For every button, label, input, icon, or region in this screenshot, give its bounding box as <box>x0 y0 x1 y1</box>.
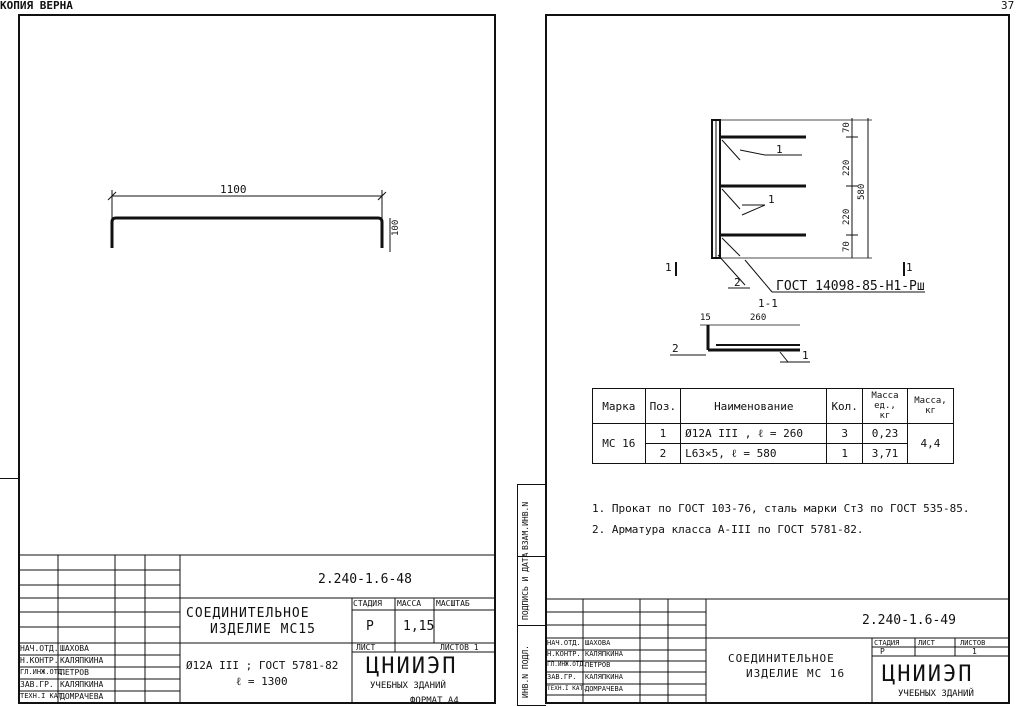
th-total-mass: Масса, кг <box>906 388 955 424</box>
right-org: ЦНИИЭП <box>882 662 974 687</box>
spec-table: Марка Поз. Наименование Кол. Масса ед., … <box>592 388 955 464</box>
weld-designation: ГОСТ 14098-85-Н1-Рш <box>776 279 925 294</box>
left-sheet-frame <box>18 14 496 704</box>
left-title-line1: СОЕДИНИТЕЛЬНОЕ <box>186 606 310 621</box>
right-sheets: 1 <box>972 647 977 656</box>
dim-70-bottom: 70 <box>842 241 852 252</box>
role-name: КАЛЯПКИНА <box>60 680 104 689</box>
right-stage: Р <box>880 647 885 656</box>
left-stage: Р <box>366 619 374 634</box>
role-label: Н.КОНТР. <box>20 656 59 665</box>
left-sheet-label: ЛИСТ <box>356 643 376 652</box>
dim-height-label: 100 <box>391 219 401 236</box>
table-row: МС 16 1 Ø12А III , ℓ = 260 3 0,23 4,4 <box>592 423 955 464</box>
section-pos1-label: 1 <box>802 349 809 362</box>
left-title-line2: ИЗДЕЛИЕ МС15 <box>210 622 316 637</box>
cell-mass: 0,23 <box>861 423 908 444</box>
role-label: ГЛ.ИНЖ.ОТД. <box>547 661 587 668</box>
section-angle <box>706 325 800 352</box>
role-label: НАЧ.ОТД. <box>20 644 59 653</box>
left-col-mass: МАССА <box>397 599 422 608</box>
copy-stamp: КОПИЯ ВЕРНА <box>0 0 73 12</box>
cell-qty: 3 <box>826 423 863 444</box>
pos2-label: 2 <box>734 276 741 289</box>
page-corner-number: 37 <box>1001 0 1015 12</box>
section-mark-right: 1 <box>906 261 913 274</box>
left-doc-number: 2.240-1.6-48 <box>318 572 412 587</box>
side-label-vzam: ВЗАМ.ИНВ.N <box>521 501 530 550</box>
cell-total: 4,4 <box>906 423 955 464</box>
left-org-sub: УЧЕБНЫХ ЗДАНИЙ <box>370 681 446 691</box>
left-mass: 1,15 <box>403 619 435 634</box>
dim-220-a: 220 <box>842 159 852 176</box>
role-name: КАЛЯПКИНА <box>585 673 623 681</box>
role-name: КАЛЯПКИНА <box>585 650 623 658</box>
th-name: Наименование <box>680 388 828 424</box>
left-org: ЦНИИЭП <box>366 654 458 679</box>
left-side-strip <box>0 478 19 699</box>
side-label-podpis: ПОДПИСЬ И ДАТА <box>521 552 530 620</box>
cell-mark: МС 16 <box>592 423 646 464</box>
side-label-inv: ИНВ.N ПОДЛ. <box>521 645 530 698</box>
cell-qty: 1 <box>826 443 863 464</box>
cell-pos: 1 <box>644 423 682 444</box>
section-pos2-label: 2 <box>672 342 679 355</box>
cell-pos: 2 <box>644 443 682 464</box>
bar-mc15-shape <box>110 216 384 248</box>
table-row: 2 L63×5, ℓ = 580 1 3,71 <box>593 443 954 464</box>
dim-580-label: 580 <box>857 183 867 200</box>
pos1-label-mid: 1 <box>768 193 775 206</box>
dim-length-label: 1100 <box>220 183 247 196</box>
role-label: ЗАВ.ГР. <box>547 673 577 681</box>
left-material-line2: ℓ = 1300 <box>236 675 288 688</box>
dim-220-b: 220 <box>842 208 852 225</box>
left-material-line1: Ø12А III ; ГОСТ 5781-82 <box>186 659 339 672</box>
th-pos: Поз. <box>644 388 682 424</box>
role-label: ЗАВ.ГР. <box>20 680 54 689</box>
dim-70-top: 70 <box>842 122 852 133</box>
left-title-block-grid <box>18 554 496 704</box>
th-mark: Марка <box>592 388 646 424</box>
left-format: ФОРМАТ А4 <box>410 696 459 706</box>
th-qty: Кол. <box>826 388 863 424</box>
role-label: ТЕХН.I КАТ. <box>20 692 67 700</box>
role-name: ДОМРАЧЕВА <box>60 692 104 701</box>
role-label: ТЕХН.I КАТ. <box>547 685 587 692</box>
role-name: ДОМРАЧЕВА <box>585 685 623 693</box>
right-doc-number: 2.240-1.6-49 <box>862 613 956 628</box>
role-label: Н.КОНТР. <box>547 650 581 658</box>
section-dim-260: 260 <box>750 313 767 323</box>
left-col-scale: МАСШТАБ <box>436 599 470 608</box>
right-col-sheets: ЛИСТОВ <box>960 639 986 647</box>
role-name: ПЕТРОВ <box>585 661 611 669</box>
right-title-line2: ИЗДЕЛИЕ МС 16 <box>746 667 846 680</box>
pos1-label-top: 1 <box>776 143 783 156</box>
role-label: ГЛ.ИНЖ.ОТД. <box>20 668 67 676</box>
right-title-line1: СОЕДИНИТЕЛЬНОЕ <box>728 652 835 665</box>
section-dim-15: 15 <box>700 313 711 323</box>
note-2: 2. Арматура класса А-III по ГОСТ 5781-82… <box>592 523 864 536</box>
cell-name: L63×5, ℓ = 580 <box>680 443 828 464</box>
right-org-sub: УЧЕБНЫХ ЗДАНИЙ <box>898 689 974 699</box>
role-name: ШАХОВА <box>585 639 611 647</box>
th-unit-mass: Масса ед., кг <box>861 388 908 424</box>
right-title-block-grid <box>545 598 1009 704</box>
right-col-sheet: ЛИСТ <box>918 639 935 647</box>
cell-name: Ø12А III , ℓ = 260 <box>680 423 828 444</box>
role-label: НАЧ.ОТД. <box>547 639 581 647</box>
role-name: ШАХОВА <box>60 644 89 653</box>
role-name: ПЕТРОВ <box>60 668 89 677</box>
note-1: 1. Прокат по ГОСТ 103-76, сталь марки Ст… <box>592 502 970 515</box>
right-side-strip <box>517 484 546 706</box>
left-col-stage: СТАДИЯ <box>353 599 382 608</box>
right-col-stage: СТАДИЯ <box>874 639 900 647</box>
cell-mass: 3,71 <box>861 443 908 464</box>
role-name: КАЛЯПКИНА <box>60 656 104 665</box>
right-sheet-frame <box>545 14 1010 704</box>
left-sheets-label: ЛИСТОВ 1 <box>440 643 479 652</box>
section-mark-left: 1 <box>665 261 672 274</box>
section-title: 1-1 <box>758 297 778 310</box>
